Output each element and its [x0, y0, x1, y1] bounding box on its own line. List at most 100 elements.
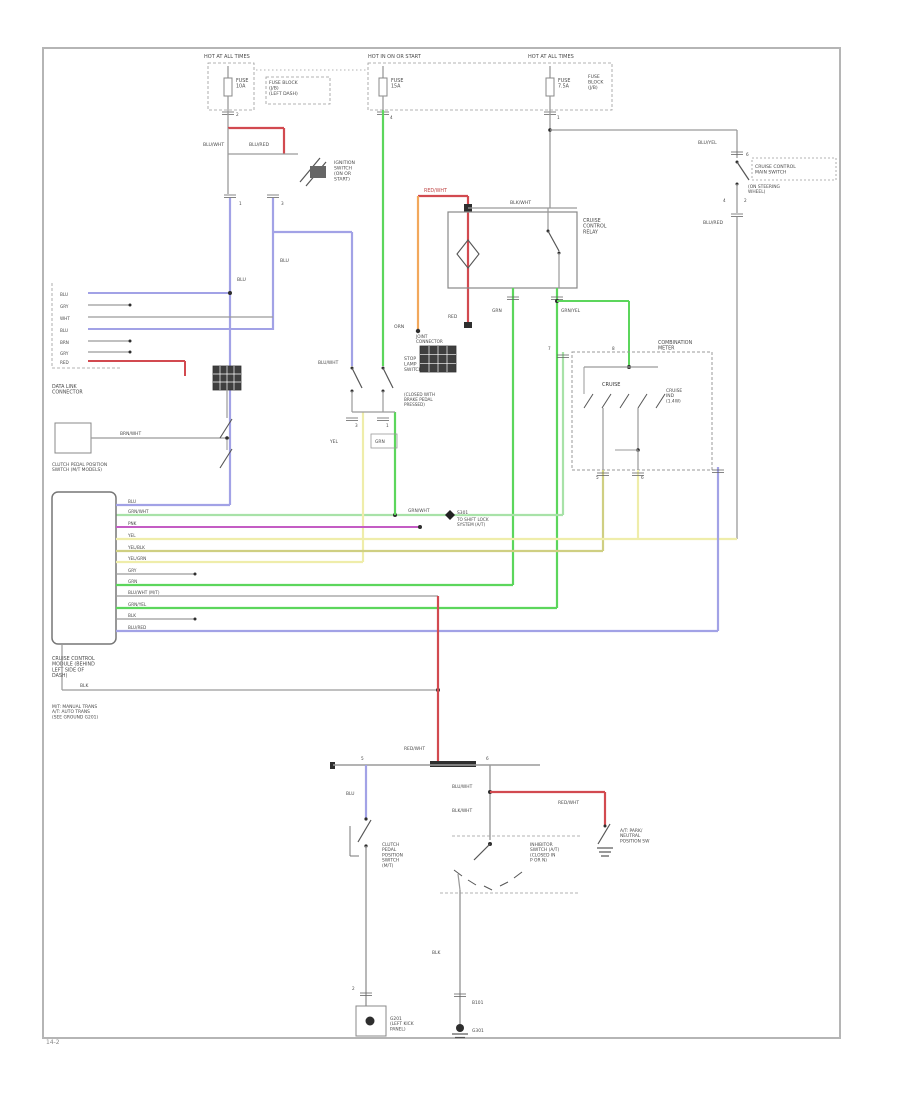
wire-color-label: BLU/WHT (M/T): [128, 590, 160, 595]
splice: [445, 510, 455, 520]
wire-color-label: GRY: [60, 351, 69, 356]
pin-label: 5: [361, 756, 364, 761]
pin-label: 3: [355, 423, 358, 428]
connector-label: B101: [472, 1000, 484, 1006]
wire-color-label: BLU: [280, 258, 289, 264]
page-number: 14-2: [46, 1039, 60, 1046]
wire-color-label: GRY: [60, 304, 69, 309]
cruise-indicator-label: CRUISE: [602, 382, 620, 388]
wire-color-label: GRN/WHT: [408, 508, 430, 514]
hot-label-left: HOT AT ALL TIMES: [204, 54, 250, 60]
ground-box: [355, 1005, 387, 1037]
ignition-switch-body: [310, 166, 326, 178]
wire-color-label: BLU/WHT: [318, 360, 339, 366]
rotary-contact: [453, 869, 463, 877]
wire-color-label: BLK: [128, 613, 136, 618]
park-switch-contact: [597, 823, 611, 845]
wire-color-label: BLU: [60, 292, 68, 297]
pin-label: 7: [548, 346, 551, 351]
wire-color-label: YEL: [329, 439, 338, 445]
meter-contact: [583, 393, 594, 409]
pin-label: 2: [352, 986, 355, 991]
switch-node: [603, 824, 607, 828]
rotary-arm: [473, 843, 491, 861]
wire-color-label: ORN: [394, 324, 404, 330]
wire-color-label-red: RED/WHT: [424, 188, 447, 194]
wire-color-label: GRN/YEL: [128, 602, 147, 607]
wire-color-label: BLU: [128, 499, 136, 504]
pin-label: 6: [746, 152, 749, 157]
wire-color-label: BLK/WHT: [452, 808, 472, 814]
wire-color-label: GRN: [128, 579, 137, 584]
wire-color-label: YEL: [127, 533, 136, 538]
fuse-box-center: [367, 62, 613, 111]
wire-color-label: RED/WHT: [558, 800, 579, 806]
meter-contact: [637, 393, 648, 409]
wire-color-label: GRY: [128, 568, 137, 573]
wire-end: [418, 525, 422, 529]
junction-connector: [330, 762, 335, 769]
splice-label: S301: [457, 510, 468, 516]
pin-label: 3: [281, 201, 284, 206]
junction: [225, 436, 229, 440]
switch-contact: [219, 418, 233, 439]
wire-color-label: BLU/RED: [703, 220, 723, 226]
junction-connector: [430, 761, 476, 767]
junction: [228, 291, 232, 295]
switch-node: [364, 817, 368, 821]
switch-contact: [219, 448, 233, 469]
rotary-contact: [483, 885, 493, 891]
hot-label-right: HOT AT ALL TIMES: [528, 54, 574, 60]
wire-color-label: RED/WHT: [404, 746, 425, 752]
rotary-contact: [467, 879, 477, 886]
wire-end: [193, 617, 197, 621]
fuse-block-label: FUSE BLOCK(J/B)(LEFT DASH): [269, 80, 299, 97]
wire-end: [128, 339, 132, 343]
wire-color-label: BLU: [346, 791, 354, 797]
pin-label: 1: [239, 201, 242, 206]
pin-label: 4: [723, 198, 726, 203]
rotary-contact: [513, 871, 523, 879]
wire-color-label: RED: [60, 360, 69, 365]
pin-label: 6: [486, 756, 489, 761]
pin-label: 4: [390, 115, 393, 120]
wire-color-label: RED: [448, 314, 458, 320]
wire-color-label: BLK/WHT: [510, 200, 531, 206]
wire-color-label: BLU/WHT: [452, 784, 473, 790]
rotary-contact: [499, 881, 509, 887]
wire-color-label: YEL/BLK: [127, 545, 145, 550]
meter-contact: [601, 393, 612, 409]
pedal-switch-contact: [357, 819, 372, 843]
fuse-symbol: [378, 77, 388, 97]
wire-color-label: GRN/YEL: [561, 308, 581, 314]
ground-point: [456, 1024, 464, 1032]
relay-coil: [456, 239, 480, 269]
main-switch-callout: [751, 157, 837, 181]
wire-end: [128, 350, 132, 354]
hot-label-center: HOT IN ON OR START: [368, 54, 422, 60]
wire-end: [415, 328, 421, 334]
wire-color-label: BLU: [60, 328, 68, 333]
pin-label: 1: [557, 115, 560, 120]
wire-color-label: BLK: [80, 683, 88, 689]
combination-meter-box: [571, 351, 713, 471]
cruise-module-box: [51, 491, 117, 645]
clutch-switch-box: [54, 422, 92, 454]
